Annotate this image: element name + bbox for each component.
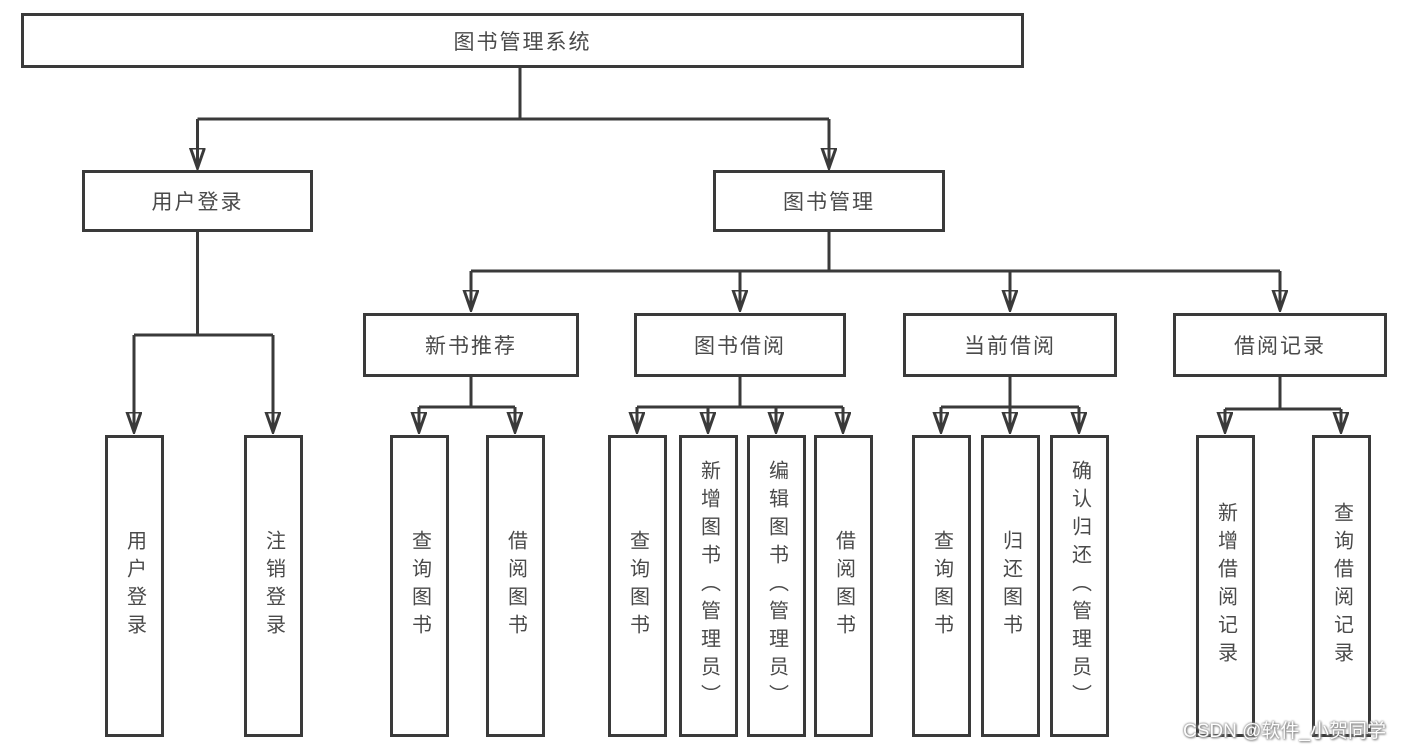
leaf-borrow-books-1-label: 借阅图书 <box>504 530 527 642</box>
leaf-return-books-label: 归还图书 <box>999 530 1022 642</box>
leaf-query-borrow-record: 查询借阅记录 <box>1312 435 1371 737</box>
leaf-add-borrow-record: 新增借阅记录 <box>1196 435 1255 737</box>
leaf-add-borrow-record-label: 新增借阅记录 <box>1214 502 1237 670</box>
node-root-system: 图书管理系统 <box>21 13 1024 68</box>
node-root-system-label: 图书管理系统 <box>453 30 592 54</box>
leaf-confirm-return-admin-label: 确认归还（管理员） <box>1068 460 1091 712</box>
node-book-management: 图书管理 <box>713 170 945 232</box>
leaf-query-books-1-label: 查询图书 <box>408 530 431 642</box>
node-borrow-records: 借阅记录 <box>1173 313 1387 377</box>
node-book-borrow-label: 图书借阅 <box>694 335 786 358</box>
leaf-query-books-3: 查询图书 <box>912 435 971 737</box>
leaf-borrow-books-2: 借阅图书 <box>814 435 873 737</box>
leaf-query-borrow-record-label: 查询借阅记录 <box>1330 502 1353 670</box>
node-book-management-label: 图书管理 <box>783 191 875 214</box>
leaf-query-books-2: 查询图书 <box>608 435 667 737</box>
leaf-edit-books-admin-label: 编辑图书（管理员） <box>765 460 788 712</box>
node-user-login: 用户登录 <box>82 170 313 232</box>
leaf-add-books-admin-label: 新增图书（管理员） <box>697 460 720 712</box>
leaf-borrow-books-1: 借阅图书 <box>486 435 545 737</box>
leaf-logout: 注销登录 <box>244 435 303 737</box>
leaf-confirm-return-admin: 确认归还（管理员） <box>1050 435 1109 737</box>
node-current-borrow-label: 当前借阅 <box>964 335 1056 358</box>
node-current-borrow: 当前借阅 <box>903 313 1117 377</box>
leaf-logout-label: 注销登录 <box>262 530 285 642</box>
leaf-borrow-books-2-label: 借阅图书 <box>832 530 855 642</box>
leaf-add-books-admin: 新增图书（管理员） <box>679 435 738 737</box>
node-book-borrow: 图书借阅 <box>634 313 846 377</box>
csdn-watermark: CSDN @软件_小贺同学 <box>1183 721 1386 742</box>
node-new-book-recommend: 新书推荐 <box>363 313 579 377</box>
leaf-edit-books-admin: 编辑图书（管理员） <box>747 435 806 737</box>
leaf-query-books-3-label: 查询图书 <box>930 530 953 642</box>
node-new-book-recommend-label: 新书推荐 <box>425 335 517 358</box>
node-borrow-records-label: 借阅记录 <box>1234 335 1326 358</box>
node-user-login-label: 用户登录 <box>151 191 244 214</box>
leaf-return-books: 归还图书 <box>981 435 1040 737</box>
leaf-user-login: 用户登录 <box>105 435 164 737</box>
leaf-query-books-2-label: 查询图书 <box>626 530 649 642</box>
leaf-user-login-label: 用户登录 <box>123 530 146 642</box>
leaf-query-books-1: 查询图书 <box>390 435 449 737</box>
